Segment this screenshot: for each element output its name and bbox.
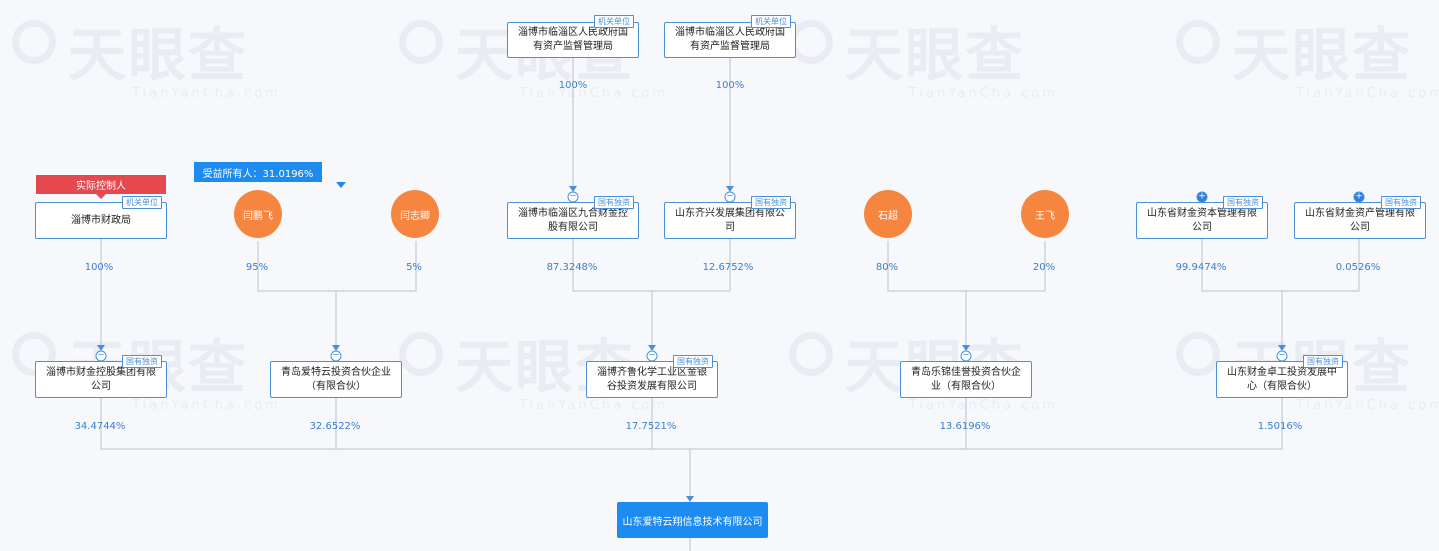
share-percent: 34.4744% bbox=[74, 421, 126, 432]
actual-controller-banner: 实际控制人 bbox=[36, 175, 166, 199]
share-percent: 100% bbox=[715, 80, 745, 91]
person-node[interactable]: 闫志卿 bbox=[391, 190, 439, 238]
node-name: 淄博市临淄区九合财金控股有限公司 bbox=[518, 207, 628, 233]
collapse-icon[interactable]: − bbox=[95, 350, 107, 362]
watermark-brand: 天眼查 bbox=[1232, 21, 1413, 89]
collapse-icon[interactable]: − bbox=[567, 191, 579, 203]
share-percent: 20% bbox=[1032, 262, 1056, 273]
node-name: 山东爱特云翔信息技术有限公司 bbox=[622, 516, 763, 528]
watermark-logo-icon bbox=[789, 332, 833, 376]
expand-icon[interactable]: + bbox=[1353, 191, 1365, 203]
shareholder-node[interactable]: 山东省财金资本管理有限公司 bbox=[1136, 202, 1268, 239]
node-name: 淄博齐鲁化学工业区金银谷投资发展有限公司 bbox=[597, 366, 707, 392]
shareholder-node[interactable]: 山东财金卓工投资发展中心（有限合伙） bbox=[1216, 361, 1348, 398]
org-type-tag: 国有独资 bbox=[1223, 196, 1263, 209]
shareholder-node[interactable]: 淄博市临淄区人民政府国有资产监督管理局 bbox=[664, 22, 796, 58]
share-percent: 100% bbox=[558, 80, 588, 91]
node-name: 闫鹏飞 bbox=[243, 210, 273, 222]
collapse-icon[interactable]: − bbox=[724, 191, 736, 203]
share-percent: 5% bbox=[406, 262, 422, 273]
node-name: 淄博市临淄区人民政府国有资产监督管理局 bbox=[518, 27, 628, 52]
shareholder-node[interactable]: 青岛爱特云投资合伙企业（有限合伙） bbox=[270, 361, 402, 398]
node-name: 王飞 bbox=[1035, 210, 1055, 222]
share-percent: 87.3248% bbox=[546, 262, 598, 273]
arrow-down-icon bbox=[648, 345, 656, 351]
share-percent: 0.0526% bbox=[1335, 262, 1381, 273]
person-node[interactable]: 王飞 bbox=[1021, 190, 1069, 238]
share-percent: 32.6522% bbox=[309, 421, 361, 432]
org-type-tag: 机关单位 bbox=[122, 196, 162, 209]
node-name: 石超 bbox=[878, 210, 898, 222]
node-name: 闫志卿 bbox=[400, 210, 430, 222]
share-percent: 17.7521% bbox=[625, 421, 677, 432]
share-percent: 1.5016% bbox=[1257, 421, 1303, 432]
node-name: 青岛乐锦佳誉投资合伙企业（有限合伙） bbox=[911, 366, 1021, 392]
share-percent: 80% bbox=[875, 262, 899, 273]
collapse-icon[interactable]: − bbox=[330, 350, 342, 362]
org-type-tag: 国有独资 bbox=[673, 355, 713, 368]
collapse-icon[interactable]: − bbox=[1276, 350, 1288, 362]
org-type-tag: 国有独资 bbox=[594, 196, 634, 209]
watermark-sub: TianYanCha.com bbox=[909, 86, 1058, 101]
org-type-tag: 国有独资 bbox=[122, 355, 162, 368]
watermark-brand: 天眼查 bbox=[845, 21, 1026, 89]
node-name: 青岛爱特云投资合伙企业（有限合伙） bbox=[281, 366, 391, 392]
node-name: 山东财金卓工投资发展中心（有限合伙） bbox=[1227, 366, 1337, 392]
share-percent: 12.6752% bbox=[702, 262, 754, 273]
arrow-down-icon bbox=[332, 345, 340, 351]
org-type-tag: 机关单位 bbox=[751, 15, 791, 28]
watermark-logo-icon bbox=[12, 20, 56, 64]
arrow-down-icon bbox=[962, 345, 970, 351]
arrow-down-icon bbox=[1278, 345, 1286, 351]
shareholder-node[interactable]: 淄博市临淄区人民政府国有资产监督管理局 bbox=[507, 22, 639, 58]
org-type-tag: 国有独资 bbox=[1303, 355, 1343, 368]
node-name: 淄博市财金控股集团有限公司 bbox=[46, 366, 156, 392]
arrow-down-icon bbox=[97, 345, 105, 351]
watermark-sub: TianYanCha.com bbox=[909, 398, 1058, 413]
node-name: 淄博市临淄区人民政府国有资产监督管理局 bbox=[675, 27, 785, 52]
node-name: 山东齐兴发展集团有限公司 bbox=[675, 207, 785, 233]
share-percent: 95% bbox=[245, 262, 269, 273]
watermark-logo-icon bbox=[399, 332, 443, 376]
shareholder-node[interactable]: 青岛乐锦佳誉投资合伙企业（有限合伙） bbox=[900, 361, 1032, 398]
watermark-sub: TianYanCha.com bbox=[132, 86, 281, 101]
share-percent: 99.9474% bbox=[1175, 262, 1227, 273]
watermark-sub: TianYanCha.com bbox=[132, 398, 281, 413]
node-name: 淄博市财政局 bbox=[71, 214, 131, 226]
watermark-logo-icon bbox=[12, 332, 56, 376]
share-percent: 13.6196% bbox=[939, 421, 991, 432]
org-type-tag: 机关单位 bbox=[594, 15, 634, 28]
beneficiary-banner: 受益所有人：31.0196% bbox=[194, 162, 346, 188]
watermark-sub: TianYanCha.com bbox=[519, 398, 668, 413]
org-type-tag: 国有独资 bbox=[1381, 196, 1421, 209]
shareholder-node[interactable]: 淄博齐鲁化学工业区金银谷投资发展有限公司 bbox=[586, 361, 718, 398]
collapse-icon[interactable]: − bbox=[646, 350, 658, 362]
share-percent: 100% bbox=[84, 262, 114, 273]
watermark-logo-icon bbox=[1176, 20, 1220, 64]
watermark-brand: 天眼查 bbox=[68, 21, 249, 89]
watermark-logo-icon bbox=[399, 20, 443, 64]
org-type-tag: 国有独资 bbox=[751, 196, 791, 209]
watermark-sub: TianYanCha.com bbox=[1296, 398, 1439, 413]
collapse-icon[interactable]: − bbox=[960, 350, 972, 362]
watermark-sub: TianYanCha.com bbox=[1296, 86, 1439, 101]
person-node[interactable]: 石超 bbox=[864, 190, 912, 238]
watermark-sub: TianYanCha.com bbox=[519, 86, 668, 101]
node-name: 山东省财金资本管理有限公司 bbox=[1147, 207, 1257, 233]
watermark-logo-icon bbox=[1176, 332, 1220, 376]
expand-icon[interactable]: + bbox=[1196, 191, 1208, 203]
arrow-down-icon bbox=[686, 496, 694, 502]
node-name: 山东省财金资产管理有限公司 bbox=[1305, 207, 1415, 233]
target-company-node[interactable]: 山东爱特云翔信息技术有限公司 bbox=[617, 502, 768, 538]
person-node[interactable]: 闫鹏飞 bbox=[234, 190, 282, 238]
arrow-down-icon bbox=[569, 186, 577, 192]
arrow-down-icon bbox=[726, 186, 734, 192]
